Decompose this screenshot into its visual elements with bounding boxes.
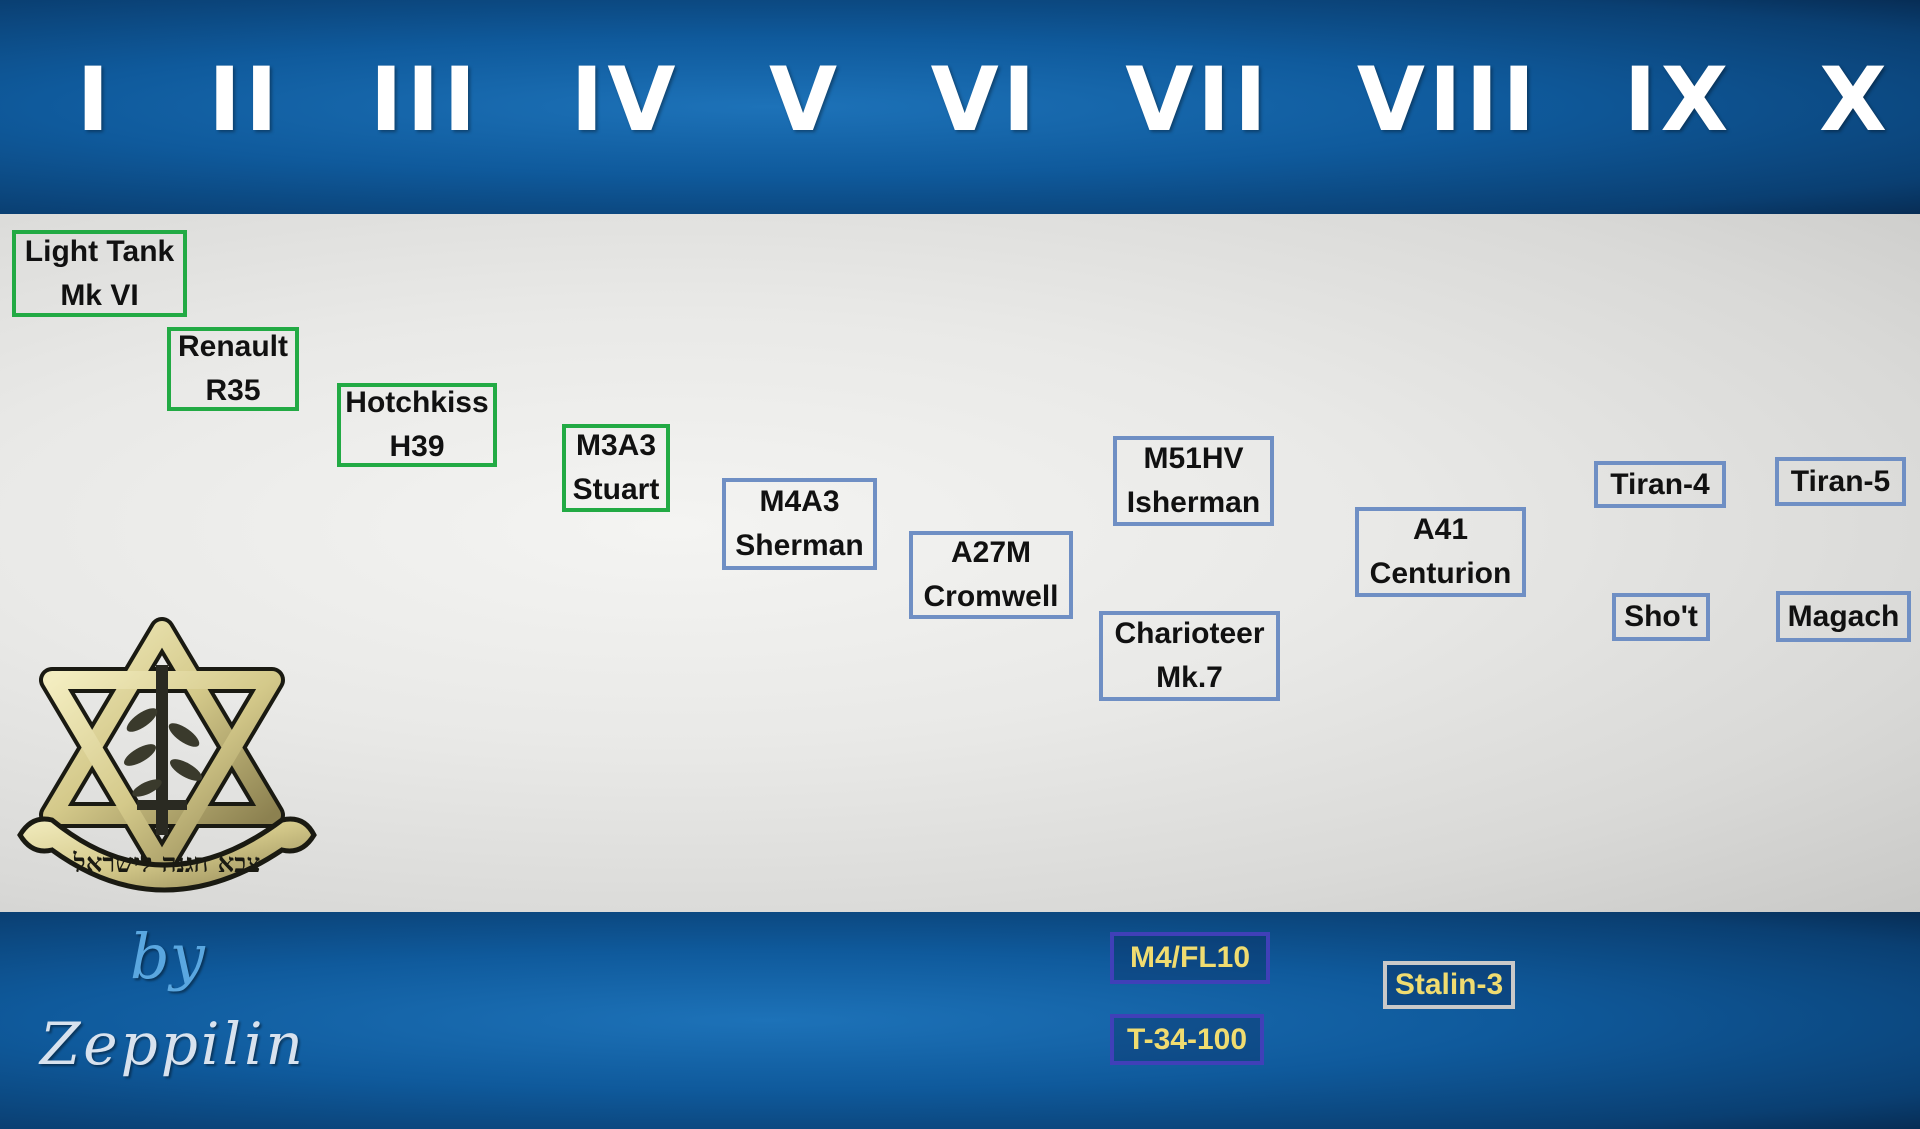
flag-top-stripe [0, 0, 1920, 214]
tier-label-9: IX [1623, 48, 1733, 151]
tier-label-10: X [1819, 48, 1891, 151]
tank-name-line2: H39 [389, 430, 445, 463]
tank-node-renault-r35[interactable]: Renault R35 [167, 327, 299, 411]
tank-name-line2: Centurion [1369, 557, 1512, 590]
tank-node-m4-fl10[interactable]: M4/FL10 [1110, 932, 1270, 984]
tank-node-tiran-4[interactable]: Tiran-4 [1594, 461, 1726, 508]
tier-label-2: II [208, 48, 282, 151]
signature-by: by [130, 920, 205, 993]
tank-name-line1: Light Tank [24, 234, 175, 268]
tank-name-line1: M3A3 [575, 429, 657, 462]
tank-name: T-34-100 [1126, 1022, 1248, 1056]
tank-name-line2: Stuart [572, 473, 660, 506]
tank-node-t-34-100[interactable]: T-34-100 [1110, 1014, 1264, 1065]
tank-name: M4/FL10 [1129, 941, 1251, 974]
tank-name-line2: Sherman [735, 529, 864, 562]
tier-label-5: V [768, 48, 842, 151]
tank-name-line1: Hotchkiss [345, 386, 489, 419]
flag-white-field [0, 214, 1920, 912]
tank-node-m3a3-stuart[interactable]: M3A3 Stuart [562, 424, 670, 512]
tank-node-hotchkiss-h39[interactable]: Hotchkiss H39 [337, 383, 497, 467]
tank-node-m51hv-isherman[interactable]: M51HV Isherman [1113, 436, 1274, 526]
tank-node-a27m-cromwell[interactable]: A27M Cromwell [909, 531, 1073, 619]
tank-name-line1: M4A3 [759, 485, 840, 518]
tank-name-line1: A41 [1412, 513, 1469, 546]
tank-node-a41-centurion[interactable]: A41 Centurion [1355, 507, 1526, 597]
signature-author: Zeppilin [40, 1010, 306, 1078]
tank-name-line2: Cromwell [923, 580, 1059, 613]
tank-node-stalin-3[interactable]: Stalin-3 [1383, 961, 1515, 1009]
tank-node-charioteer-mk7[interactable]: Charioteer Mk.7 [1099, 611, 1280, 701]
tank-name-line1: Renault [177, 330, 288, 363]
tank-name-line2: Mk VI [60, 278, 139, 312]
tier-label-1: I [76, 48, 114, 151]
tier-label-4: IV [570, 48, 680, 151]
tank-name: Magach [1787, 599, 1900, 633]
tank-node-m4a3-sherman[interactable]: M4A3 Sherman [722, 478, 877, 570]
tier-label-7: VII [1125, 48, 1271, 151]
tank-name: Sho't [1624, 600, 1698, 633]
tank-node-magach[interactable]: Magach [1776, 591, 1911, 642]
tank-name-line2: R35 [205, 374, 261, 407]
tier-label-8: VIII [1356, 48, 1540, 151]
tier-label-3: III [369, 48, 481, 151]
tank-name: Stalin-3 [1394, 968, 1504, 1001]
tank-name-line1: Charioteer [1114, 617, 1265, 650]
tank-name: Tiran-5 [1790, 464, 1891, 498]
flag-bottom-stripe [0, 912, 1920, 1129]
tank-name-line2: Mk.7 [1156, 661, 1223, 694]
tank-name: Tiran-4 [1610, 467, 1710, 501]
tank-name-line1: A27M [950, 536, 1032, 569]
tank-node-tiran-5[interactable]: Tiran-5 [1775, 457, 1906, 506]
tank-node-shot[interactable]: Sho't [1612, 593, 1710, 641]
tank-name-line1: M51HV [1143, 442, 1244, 475]
tier-header: I II III IV V VI VII VIII IX X [0, 50, 1920, 150]
tank-node-light-tank-mk-vi[interactable]: Light Tank Mk VI [12, 230, 187, 317]
author-signature: by Zeppilin [40, 920, 320, 1100]
idf-emblem-icon: צבא הגנה לישראל [17, 617, 317, 893]
emblem-text: צבא הגנה לישראל [73, 849, 261, 879]
tier-label-6: VI [930, 48, 1040, 151]
tank-name-line2: Isherman [1126, 486, 1261, 519]
